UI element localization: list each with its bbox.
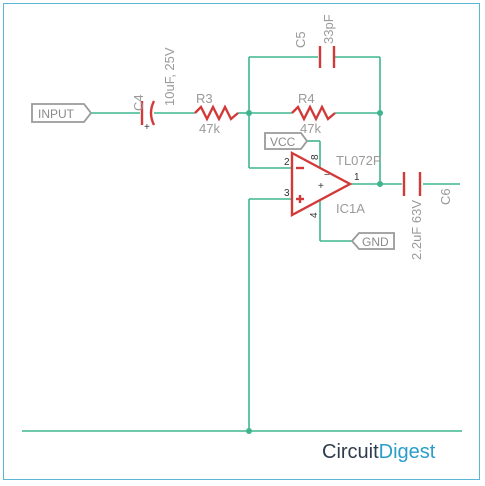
c6-ref: C6 xyxy=(438,188,453,205)
pin-8-label: 8 xyxy=(310,154,321,160)
c4-ref: C4 xyxy=(131,94,146,111)
junctions xyxy=(246,110,383,434)
opamp-inner-plus: + xyxy=(318,181,324,192)
pin-4-label: 4 xyxy=(309,212,320,218)
opamp-part: TL072P xyxy=(336,153,382,168)
brand-text: CircuitDigest xyxy=(322,441,436,463)
resistor-r3: R3 47k xyxy=(194,91,239,136)
c4-value: 10uF, 25V xyxy=(162,47,177,106)
pin-2-label: 2 xyxy=(284,157,290,168)
c4-plus: + xyxy=(144,122,150,133)
capacitor-c5: C5 33pF xyxy=(293,14,336,68)
frame-border xyxy=(3,3,480,480)
gnd-label-text: GND xyxy=(362,235,389,249)
junction-dot xyxy=(377,110,383,116)
junction-dot xyxy=(377,181,383,187)
capacitor-c6: 2.2uF 63V C6 xyxy=(402,172,453,260)
capacitor-c4: + C4 10uF, 25V xyxy=(131,47,177,133)
c5-ref: C5 xyxy=(293,31,308,48)
junction-dot xyxy=(246,428,252,434)
input-label-text: INPUT xyxy=(38,107,75,121)
r4-value: 47k xyxy=(300,121,321,136)
pin-1-label: 1 xyxy=(354,172,360,183)
vcc-label-text: VCC xyxy=(270,135,296,149)
r4-ref: R4 xyxy=(298,91,315,106)
opamp-inner-minus: − xyxy=(324,170,330,181)
wires xyxy=(22,56,462,432)
brand-part2: Digest xyxy=(379,441,436,463)
junction-dot xyxy=(246,110,252,116)
resistor-r4: R4 47k xyxy=(291,91,336,136)
vcc-net-label: VCC xyxy=(264,132,309,150)
c5-value: 33pF xyxy=(321,14,336,44)
gnd-net-label: GND xyxy=(350,232,395,250)
brand-logo: CircuitDigest xyxy=(322,441,436,463)
pin-3-label: 3 xyxy=(284,188,290,199)
opamp-ref: IC1A xyxy=(336,201,365,216)
r3-value: 47k xyxy=(199,121,220,136)
c6-value: 2.2uF 63V xyxy=(409,200,424,260)
opamp-ic1a: − + 2 3 1 8 4 TL072P IC1A xyxy=(284,150,382,218)
brand-part1: Circuit xyxy=(322,441,379,463)
r3-ref: R3 xyxy=(196,91,213,106)
input-net-label: INPUT xyxy=(31,103,93,123)
